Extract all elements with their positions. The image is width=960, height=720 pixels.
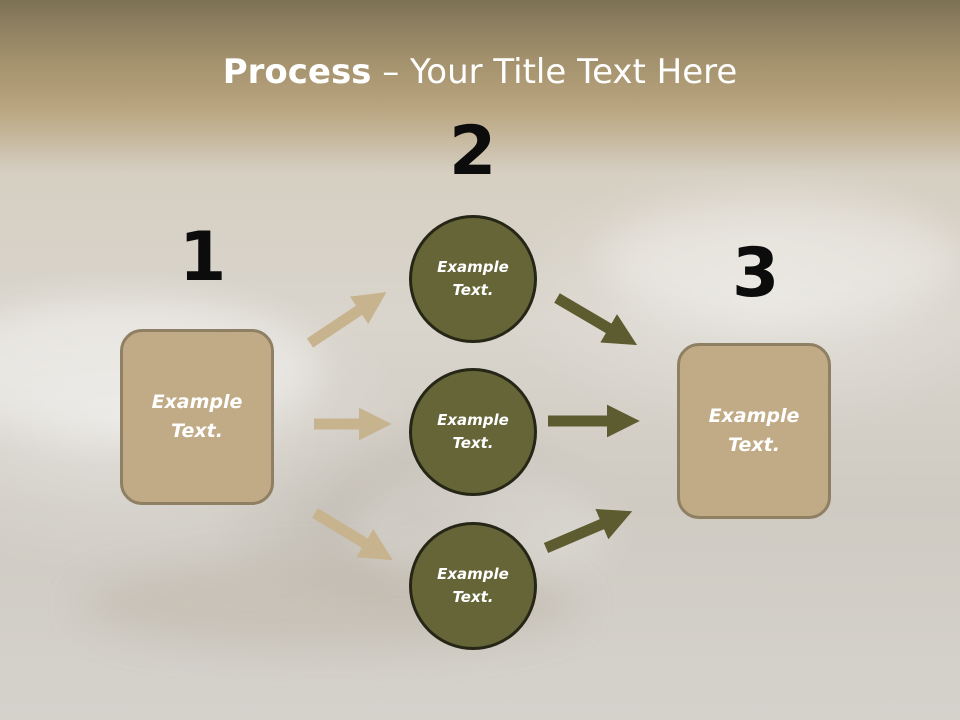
step3-box-text: Example Text.: [708, 405, 800, 456]
arrow-1-to-2c: [312, 508, 393, 561]
step3-box: Example Text.: [677, 343, 831, 519]
step-number-2: 2: [449, 112, 497, 191]
step1-box: Example Text.: [120, 329, 274, 505]
step1-box-text: Example Text.: [151, 391, 243, 442]
step-number-3: 3: [732, 234, 780, 313]
step2-circle-2-text: Example Text.: [437, 411, 509, 452]
arrow-1-to-2a: [306, 292, 387, 348]
step2-circle-2: Example Text.: [409, 368, 537, 496]
arrow-2a-to-3: [554, 293, 638, 346]
step-number-1: 1: [179, 218, 227, 297]
step2-circle-3: Example Text.: [409, 522, 537, 650]
step2-circle-1: Example Text.: [409, 215, 537, 343]
step2-circle-1-text: Example Text.: [437, 258, 509, 299]
arrow-2c-to-3: [543, 509, 633, 554]
step2-circle-3-text: Example Text.: [437, 565, 509, 606]
slide-title: Process – Your Title Text Here: [222, 52, 738, 92]
